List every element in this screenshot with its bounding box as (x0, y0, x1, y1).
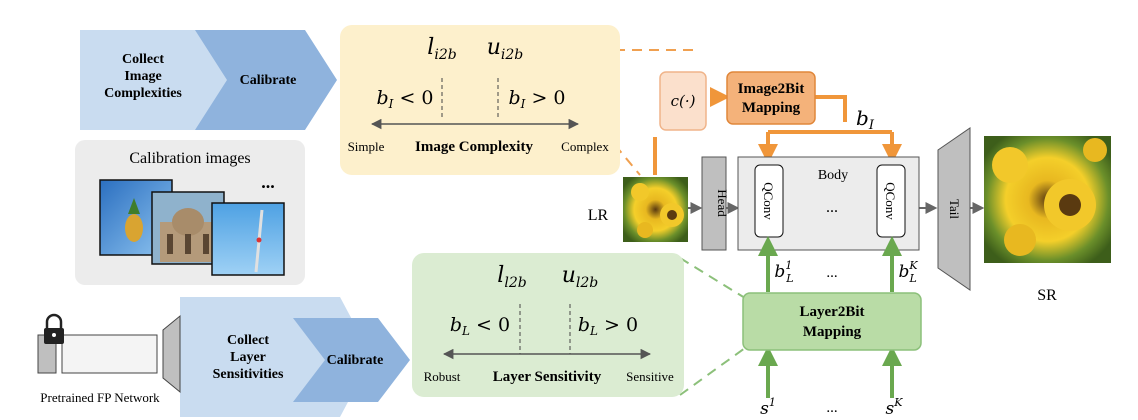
layer-bit-first-sup: 1 (785, 259, 792, 272)
layer-sensitivity-axis-title: Layer Sensitivity (493, 369, 602, 385)
image2bit-line2: Mapping (742, 100, 801, 116)
layer-bit-last-sub: L (909, 272, 917, 285)
upper-threshold-l2b-sub: l2b (576, 275, 598, 291)
layer-bit-neg-var: b (450, 314, 462, 336)
layer2bit-line1: Layer2Bit (800, 304, 865, 320)
network-tail-block (162, 314, 181, 394)
layer-bit-last-var: b (898, 262, 909, 282)
lower-threshold-i2b-sub: i2b (434, 47, 456, 63)
sr-label: SR (1037, 287, 1057, 304)
sens-ellipsis: ... (826, 400, 837, 416)
svg-text:bI < 0: bI < 0 (376, 87, 433, 111)
lr-input-image (623, 177, 688, 242)
sens-last-var: s (886, 399, 895, 419)
pretrained-network-label: Pretrained FP Network (40, 390, 160, 405)
calibration-image-sky (211, 202, 285, 276)
layer2bit-line2: Mapping (803, 324, 862, 340)
pretrained-network: Pretrained FP Network (20, 295, 181, 417)
image-bit-pos-var: b (508, 87, 520, 109)
image-bit-pos-sub: I (520, 97, 526, 111)
image-bit-var: b (856, 106, 869, 130)
layer-bit-pos-rel: > 0 (598, 314, 638, 336)
sr-output-image (984, 136, 1111, 263)
layer-bit-first-var: b (774, 262, 785, 282)
axis-robust-label: Robust (424, 369, 461, 384)
bottom-calibration-flow: Collect Layer Sensitivities Calibrate Pr… (20, 295, 410, 417)
collect-image-line3: Complexities (104, 86, 182, 101)
complexity-function-label: c(·) (671, 92, 696, 110)
svg-text:bL > 0: bL > 0 (578, 314, 638, 338)
layer-bit-neg-rel: < 0 (470, 314, 510, 336)
sens-first-sup: 1 (769, 396, 776, 409)
layer2bit-mapping-box (742, 292, 922, 351)
calibration-images-title: Calibration images (129, 150, 250, 167)
image-bit-neg-sub: I (388, 97, 394, 111)
lock-icon (44, 313, 64, 344)
calibrate-chevron-top (195, 30, 337, 130)
body-ellipsis: ... (826, 199, 838, 216)
svg-text:ul2b: ul2b (562, 263, 599, 291)
complexity-function-box (659, 71, 707, 131)
calibrate-label-top: Calibrate (240, 73, 297, 88)
lr-label: LR (588, 207, 609, 224)
upper-threshold-i2b: u (487, 35, 501, 60)
svg-text:bI: bI (856, 106, 875, 133)
layer-bits-ellipsis: ... (826, 265, 837, 281)
svg-text:ui2b: ui2b (487, 35, 524, 63)
network-body-block (61, 334, 158, 374)
calibrate-label-bottom: Calibrate (327, 353, 384, 368)
image-complexity-panel: li2b ui2b bI < 0 bI > 0 Simple Image Com… (340, 25, 700, 176)
layer-bit-last-sup: K (908, 259, 918, 272)
body-label: Body (818, 168, 848, 183)
image2bit-output-arrow (815, 95, 847, 122)
image-bit-pos-rel: > 0 (525, 87, 565, 109)
svg-text:s1: s1 (760, 396, 776, 419)
calibrate-chevron-bottom (293, 318, 410, 402)
axis-simple-label: Simple (348, 139, 385, 154)
svg-text:bL < 0: bL < 0 (450, 314, 510, 338)
upper-threshold-l2b: u (562, 263, 576, 288)
svg-text:sK: sK (886, 396, 904, 419)
image2bit-line1: Image2Bit (738, 81, 805, 97)
image-bit-neg-rel: < 0 (393, 87, 433, 109)
collect-layer-line1: Collect (227, 333, 269, 348)
head-label: Head (715, 189, 730, 217)
image-bit-neg-var: b (376, 87, 388, 109)
sr-pipeline: c(·) Image2Bit Mapping bI LR Head Body .… (588, 71, 1111, 419)
sens-last-sup: K (893, 396, 903, 409)
lower-threshold-l2b-sub: l2b (504, 275, 526, 291)
axis-complex-label: Complex (561, 139, 609, 154)
top-calibration-flow: Collect Image Complexities Calibrate (80, 30, 337, 130)
qconv-last-label: QConv (883, 182, 898, 220)
layer-bit-first-sub: L (785, 272, 793, 285)
svg-text:bKL: bKL (898, 259, 918, 285)
svg-text:ll2b: ll2b (497, 263, 526, 291)
svg-text:li2b: li2b (427, 35, 456, 63)
layer-bit-pos-var: b (578, 314, 590, 336)
collect-image-line1: Collect (122, 52, 164, 67)
lower-threshold-l2b: l (497, 263, 504, 288)
layer-bit-neg-sub: L (461, 324, 470, 338)
axis-sensitive-label: Sensitive (626, 369, 674, 384)
image-complexity-axis-title: Image Complexity (415, 139, 533, 155)
calibration-images-ellipsis: ... (261, 172, 275, 192)
upper-threshold-i2b-sub: i2b (501, 47, 523, 63)
image-bit-sub: I (868, 118, 875, 133)
sens-first-var: s (760, 399, 769, 419)
svg-text:b1L: b1L (774, 259, 793, 285)
collect-layer-line3: Sensitivities (213, 367, 284, 382)
head-block (701, 156, 727, 251)
svg-text:bI > 0: bI > 0 (508, 87, 565, 111)
tail-label: Tail (947, 199, 962, 219)
layer-sensitivity-panel: ll2b ul2b bL < 0 bL > 0 Robust Layer Sen… (412, 253, 746, 397)
qconv-first-label: QConv (761, 182, 776, 220)
calibration-images-panel: Calibration images ... (75, 140, 305, 285)
collect-layer-line2: Layer (230, 350, 266, 365)
collect-image-line2: Image (124, 69, 161, 84)
layer-bit-pos-sub: L (589, 324, 598, 338)
tail-block (937, 127, 971, 291)
lower-threshold-i2b: l (427, 35, 434, 60)
image2bit-mapping-box (726, 71, 816, 125)
